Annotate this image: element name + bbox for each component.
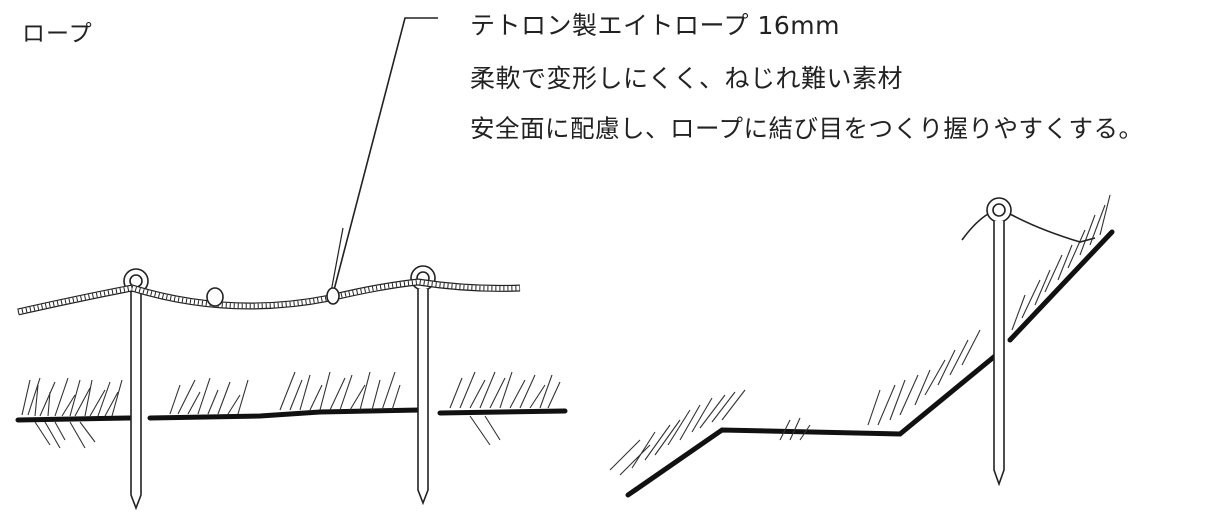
material-note: 柔軟で変形しにくく、ねじれ難い素材 [470, 64, 904, 93]
rope [17, 278, 521, 316]
slope-ground-line [625, 229, 1115, 498]
fence-post-1 [123, 268, 149, 511]
rope-slope [961, 213, 1096, 243]
rope-knot-2 [326, 287, 340, 305]
rope-spec-note: テトロン製エイトロープ 16mm [470, 11, 840, 40]
diagram-title: ロープ [22, 21, 93, 47]
leader-line [330, 17, 438, 293]
slope-scene [609, 194, 1115, 498]
flat-ground-line [15, 407, 568, 423]
flat-ground-scene [15, 265, 568, 511]
grass-tufts-left [21, 371, 561, 449]
fence-post-slope [986, 197, 1012, 487]
rope-knot-1 [206, 287, 224, 307]
safety-note: 安全面に配慮し、ロープに結び目をつくり握りやすくする。 [470, 114, 1144, 143]
grass-tufts-right [609, 194, 1111, 476]
fence-post-2 [410, 265, 436, 506]
